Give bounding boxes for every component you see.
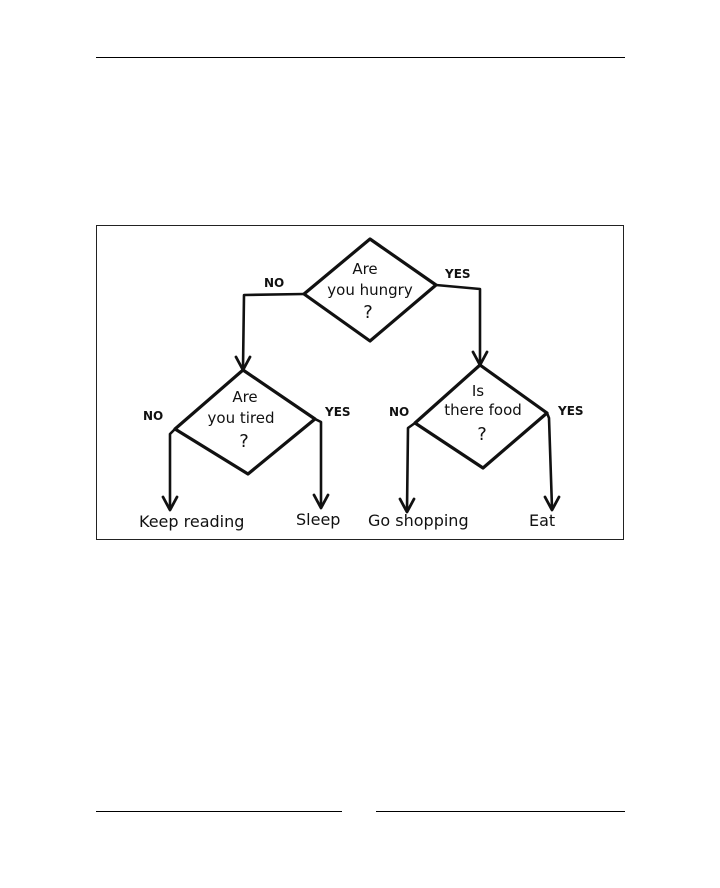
connector-hungry-no	[234, 292, 306, 372]
decision-tired-line2: you tired	[208, 409, 275, 427]
decision-food-line1: Is	[472, 382, 484, 400]
decision-tired-diamond	[173, 368, 317, 476]
connector-tired-yes	[312, 417, 330, 510]
edge-label-tired-no: NO	[143, 409, 163, 423]
edge-label-food-no: NO	[389, 405, 409, 419]
connector-food-no	[398, 421, 417, 514]
header-rule	[96, 57, 625, 58]
decision-hungry: Are you hungry ?	[302, 237, 438, 343]
footer-rule-left	[96, 811, 342, 812]
decision-food-question-mark: ?	[477, 424, 487, 445]
flowchart-figure: Are you hungry ? NO YES Are you tired ?	[96, 225, 624, 540]
connector-food-yes	[543, 411, 561, 512]
decision-tired-question-mark: ?	[239, 431, 249, 452]
edge-label-hungry-no: NO	[264, 276, 284, 290]
decision-food: Is there food ?	[413, 363, 549, 470]
decision-hungry-line1: Are	[352, 260, 377, 278]
footer-rule-right	[376, 811, 625, 812]
decision-food-diamond	[413, 363, 549, 470]
outcome-keep-reading: Keep reading	[139, 512, 244, 531]
outcome-sleep: Sleep	[296, 510, 340, 529]
flowchart-canvas: Are you hungry ? NO YES Are you tired ?	[139, 237, 584, 531]
edge-label-hungry-yes: YES	[444, 267, 471, 281]
edge-label-food-yes: YES	[557, 404, 584, 418]
connector-tired-no	[161, 427, 179, 512]
connector-hungry-yes	[434, 283, 489, 367]
outcome-go-shopping: Go shopping	[368, 511, 469, 530]
decision-hungry-question-mark: ?	[363, 302, 373, 323]
decision-hungry-line2: you hungry	[327, 281, 413, 299]
decision-hungry-diamond	[302, 237, 438, 343]
outcome-eat: Eat	[529, 511, 555, 530]
decision-food-line2: there food	[444, 401, 522, 419]
decision-tired-line1: Are	[232, 388, 257, 406]
edge-label-tired-yes: YES	[324, 405, 351, 419]
decision-tired: Are you tired ?	[173, 368, 317, 476]
